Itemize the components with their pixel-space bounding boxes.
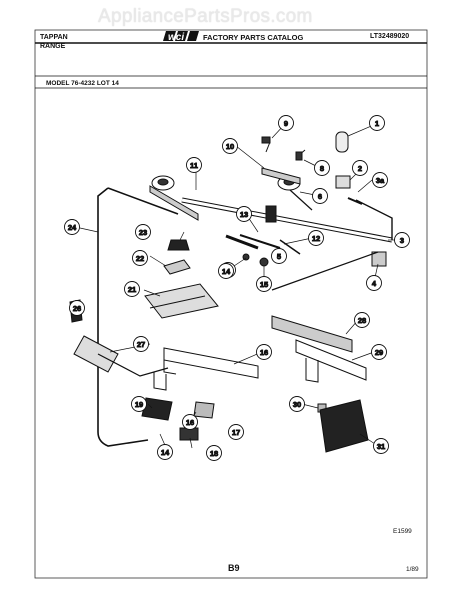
brand-line-2: RANGE — [40, 43, 66, 50]
page-number: B9 — [228, 563, 240, 573]
svg-text:3a: 3a — [376, 176, 385, 185]
callout-14: 14 — [218, 263, 234, 279]
svg-text:14: 14 — [161, 448, 170, 457]
svg-text:27: 27 — [137, 340, 145, 349]
svg-text:3: 3 — [400, 236, 404, 245]
wci-logo: wci — [163, 31, 199, 43]
callout-3: 3 — [394, 232, 410, 248]
svg-text:6: 6 — [318, 192, 322, 201]
callout-30: 30 — [289, 396, 305, 412]
model-line: MODEL 76-4232 LOT 14 — [46, 80, 119, 87]
svg-text:24: 24 — [68, 223, 77, 232]
logo-text: wci — [168, 32, 184, 43]
callout-22: 22 — [132, 250, 148, 266]
svg-text:14: 14 — [222, 267, 231, 276]
supply-tube — [97, 187, 179, 447]
callout-15: 15 — [256, 276, 272, 292]
catalog-number: LT32489020 — [370, 33, 410, 40]
broiler-burner-assembly — [271, 315, 369, 453]
watermark-text: AppliancePartsPros.com — [98, 6, 313, 27]
svg-text:26: 26 — [73, 304, 81, 313]
callout-9: 9 — [278, 115, 294, 131]
callout-13: 13 — [236, 206, 252, 222]
svg-text:29: 29 — [375, 348, 383, 357]
svg-text:9: 9 — [284, 119, 288, 128]
svg-text:21: 21 — [128, 285, 136, 294]
callout-26: 26 — [69, 300, 85, 316]
callout-27: 27 — [133, 336, 149, 352]
callout-14-lower: 14 — [157, 444, 173, 460]
callout-16-upper: 16 — [256, 344, 272, 360]
callout-23: 23 — [135, 224, 151, 240]
svg-text:11: 11 — [190, 161, 198, 170]
catalog-title: FACTORY PARTS CATALOG — [203, 33, 304, 42]
svg-text:16: 16 — [186, 418, 194, 427]
diagram-code: E1599 — [393, 528, 412, 535]
svg-text:2: 2 — [358, 164, 362, 173]
page-border — [34, 29, 428, 579]
callout-5: 5 — [271, 248, 287, 264]
callout-markers: 1 2 3 3a 4 5 6 7 8 9 10 11 12 13 14 14 1… — [64, 115, 410, 461]
callout-29: 29 — [371, 344, 387, 360]
svg-text:31: 31 — [377, 442, 385, 451]
revision-date: 1/89 — [406, 566, 419, 573]
callout-31: 31 — [373, 438, 389, 454]
oven-burner-assembly — [69, 239, 259, 441]
callout-10: 10 — [222, 138, 238, 154]
svg-text:13: 13 — [240, 210, 248, 219]
svg-text:1: 1 — [375, 119, 379, 128]
svg-text:17: 17 — [232, 428, 240, 437]
svg-text:19: 19 — [135, 400, 143, 409]
svg-text:10: 10 — [226, 142, 234, 151]
callout-16-lower: 16 — [182, 414, 198, 430]
svg-text:12: 12 — [312, 234, 320, 243]
callout-6: 6 — [312, 188, 328, 204]
svg-text:5: 5 — [277, 252, 281, 261]
svg-text:28: 28 — [358, 316, 366, 325]
brand-line-1: TAPPAN — [40, 34, 68, 41]
callout-21: 21 — [124, 281, 140, 297]
svg-text:30: 30 — [293, 400, 301, 409]
callout-4: 4 — [366, 275, 382, 291]
callout-3a: 3a — [372, 172, 388, 188]
callout-12: 12 — [308, 230, 324, 246]
svg-text:22: 22 — [136, 254, 144, 263]
callout-8: 8 — [314, 160, 330, 176]
callout-2: 2 — [352, 160, 368, 176]
top-burner-assembly — [149, 131, 387, 291]
callout-19: 19 — [131, 396, 147, 412]
svg-text:8: 8 — [320, 164, 324, 173]
svg-text:16: 16 — [260, 348, 268, 357]
svg-text:15: 15 — [260, 280, 268, 289]
callout-1: 1 — [369, 115, 385, 131]
callout-18: 18 — [206, 445, 222, 461]
brand-label: TAPPAN RANGE — [40, 33, 68, 51]
callout-17: 17 — [228, 424, 244, 440]
svg-text:4: 4 — [372, 279, 377, 288]
callout-11: 11 — [186, 157, 202, 173]
callout-28: 28 — [354, 312, 370, 328]
callout-18-label: 18 — [210, 449, 218, 458]
callout-24: 24 — [64, 219, 80, 235]
svg-text:23: 23 — [139, 228, 147, 237]
manifold-pipe — [181, 197, 393, 243]
